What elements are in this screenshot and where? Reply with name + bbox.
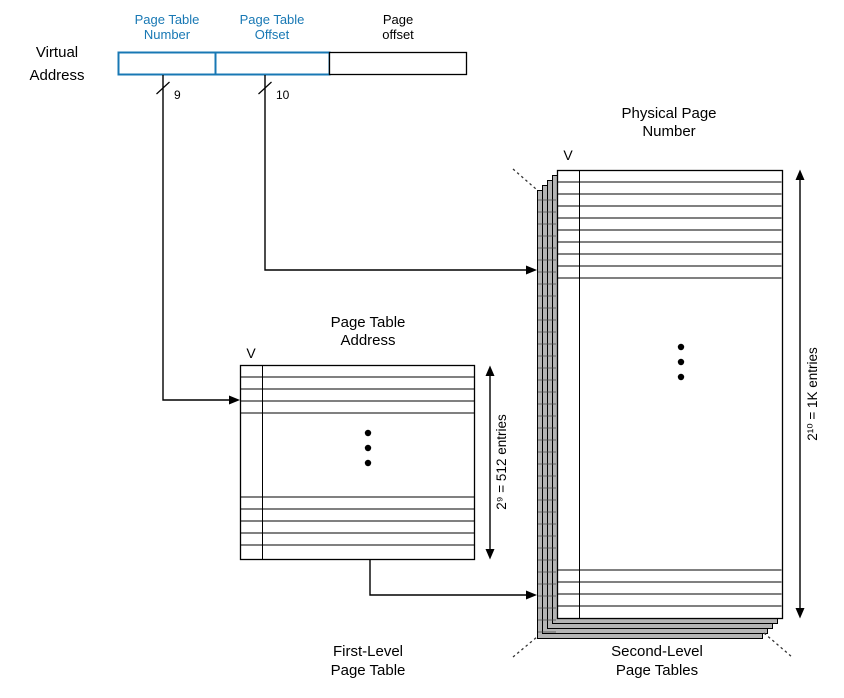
bus-width-9: 9	[174, 88, 181, 102]
page-offset-field	[328, 51, 468, 76]
first-to-second-arrow	[369, 560, 526, 596]
virtual-address-label: Address	[29, 67, 84, 84]
second-level-column-header: Number	[642, 123, 695, 140]
virtual-address-section: Virtual Address Page Table Number Page T…	[29, 12, 468, 84]
page-table-number-arrow	[162, 75, 229, 401]
second-level-entries-label: 2¹⁰ = 1K entries	[805, 347, 820, 441]
second-level-row-lines	[557, 181, 782, 607]
bus-slash	[258, 81, 272, 95]
arrowhead	[526, 265, 537, 275]
second-level-table-box	[556, 169, 784, 620]
arrowhead-up	[485, 365, 495, 376]
bus-width-10: 10	[276, 88, 290, 102]
stack-continuation-dashes	[512, 168, 793, 658]
virtual-address-label: Virtual	[36, 44, 78, 61]
second-level-caption: Page Tables	[616, 662, 698, 679]
ellipsis-dots	[364, 429, 372, 467]
first-level-page-table: V Page Table Address First-Level Page Ta…	[239, 314, 509, 679]
page-table-number-label: Number	[144, 27, 191, 42]
ellipsis-dots	[677, 343, 685, 381]
page-table-offset-label: Page Table	[240, 12, 305, 27]
second-level-page-tables: V Physical Page Number Second-Level Pag	[512, 105, 820, 679]
arrowhead-up	[795, 169, 805, 180]
first-level-table-box	[239, 364, 476, 561]
page-table-number-label: Page Table	[135, 12, 200, 27]
first-level-valid-header: V	[246, 345, 256, 361]
page-table-number-field	[117, 51, 217, 76]
page-table-offset-field	[214, 51, 331, 76]
first-level-row-lines	[240, 376, 475, 546]
first-level-caption: Page Table	[331, 662, 406, 679]
first-level-caption: First-Level	[333, 643, 403, 660]
second-level-valid-header: V	[563, 147, 573, 163]
page-offset-label: offset	[382, 27, 414, 42]
page-table-offset-label: Offset	[255, 27, 290, 42]
second-level-caption: Second-Level	[611, 643, 703, 660]
table-connector-arrow	[369, 560, 537, 600]
page-offset-label: Page	[383, 12, 413, 27]
stack-edge-texture	[538, 199, 556, 633]
page-table-offset-arrow	[264, 75, 526, 271]
second-level-column-header: Physical Page	[621, 105, 716, 122]
first-level-column-header: Page Table	[331, 314, 406, 331]
arrowhead-down	[795, 608, 805, 619]
first-level-entries-label: 2⁹ = 512 entries	[494, 414, 509, 510]
arrowhead-down	[485, 549, 495, 560]
arrowhead	[229, 395, 240, 405]
first-level-column-header: Address	[340, 332, 395, 349]
arrowhead	[526, 590, 537, 600]
bus-slash	[156, 81, 170, 95]
address-field-arrows: 9 10	[156, 75, 537, 405]
